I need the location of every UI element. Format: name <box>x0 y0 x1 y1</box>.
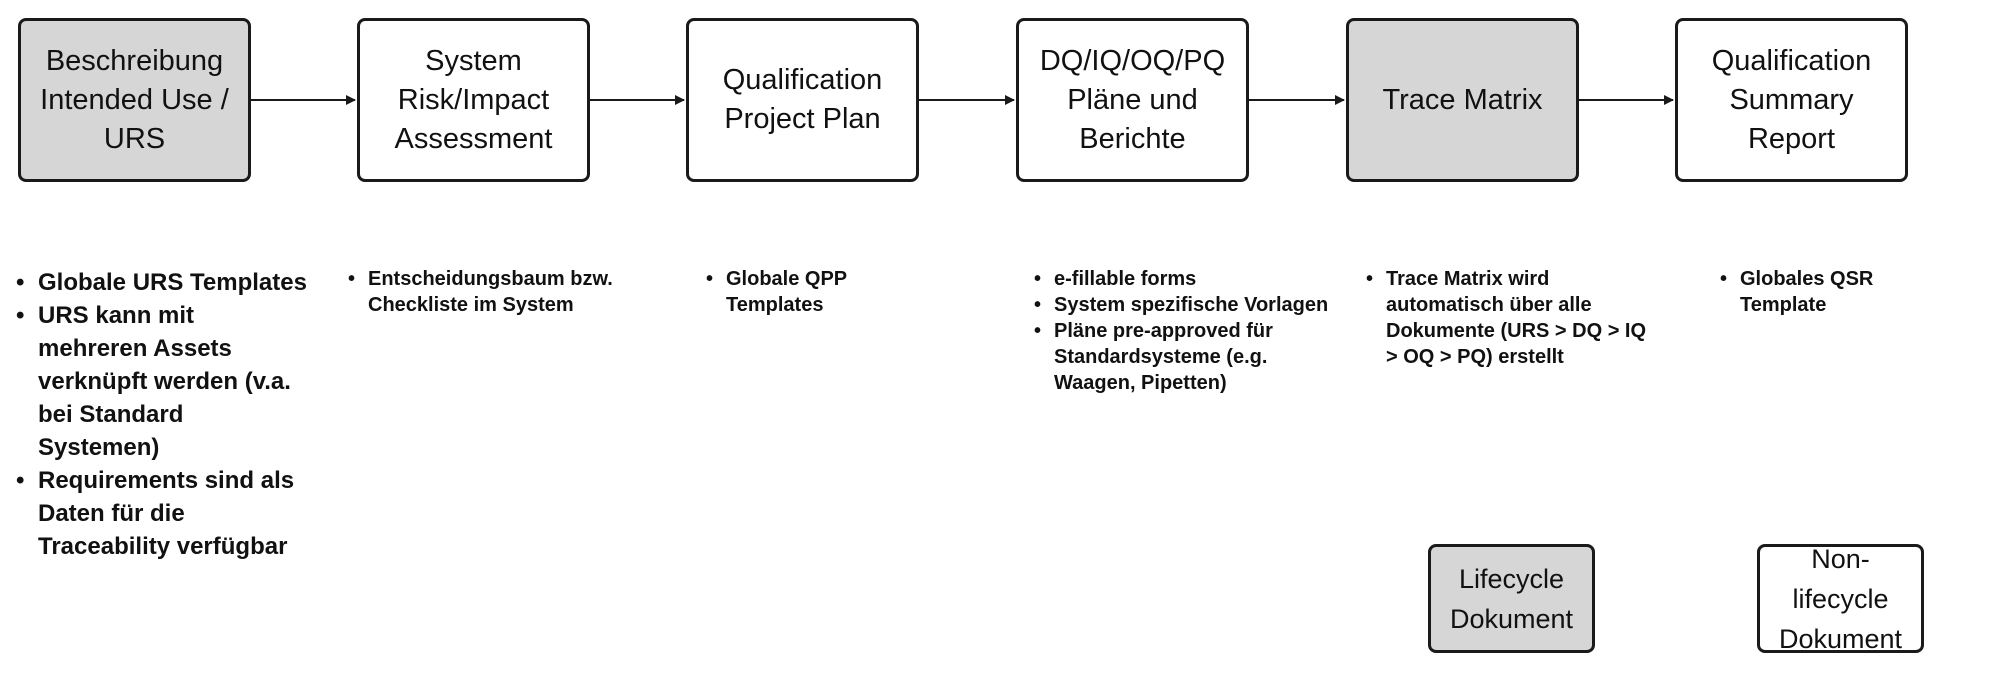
notes-dq-iq-oq-pq: e-fillable forms System spezifische Vorl… <box>1030 266 1335 396</box>
notes-summary-report: Globales QSR Template <box>1716 266 1936 318</box>
step-box-project-plan: Qualification Project Plan <box>686 18 919 182</box>
note-item: URS kann mit mehreren Assets verknüpft w… <box>8 299 308 464</box>
note-item: Entscheidungsbaum bzw. Checkliste im Sys… <box>344 266 644 318</box>
step-box-urs: Beschreibung Intended Use / URS <box>18 18 251 182</box>
notes-trace-matrix: Trace Matrix wird automatisch über alle … <box>1362 266 1662 370</box>
legend-lifecycle-document: Lifecycle Dokument <box>1428 544 1595 653</box>
note-item: Requirements sind als Daten für die Trac… <box>8 464 308 563</box>
note-item: Globale QPP Templates <box>702 266 942 318</box>
note-item: Globale URS Templates <box>8 266 308 299</box>
note-item: Pläne pre-approved für Standardsysteme (… <box>1030 318 1335 396</box>
step-box-dq-iq-oq-pq: DQ/IQ/OQ/PQ Pläne und Berichte <box>1016 18 1249 182</box>
step-box-risk-assessment: System Risk/Impact Assessment <box>357 18 590 182</box>
note-item: Trace Matrix wird automatisch über alle … <box>1362 266 1662 370</box>
notes-project-plan: Globale QPP Templates <box>702 266 942 318</box>
notes-risk-assessment: Entscheidungsbaum bzw. Checkliste im Sys… <box>344 266 644 318</box>
step-box-trace-matrix: Trace Matrix <box>1346 18 1579 182</box>
note-item: Globales QSR Template <box>1716 266 1936 318</box>
note-item: System spezifische Vorlagen <box>1030 292 1335 318</box>
step-box-summary-report: Qualification Summary Report <box>1675 18 1908 182</box>
legend-non-lifecycle-document: Non-lifecycle Dokument <box>1757 544 1924 654</box>
notes-urs: Globale URS Templates URS kann mit mehre… <box>8 266 308 563</box>
note-item: e-fillable forms <box>1030 266 1335 292</box>
